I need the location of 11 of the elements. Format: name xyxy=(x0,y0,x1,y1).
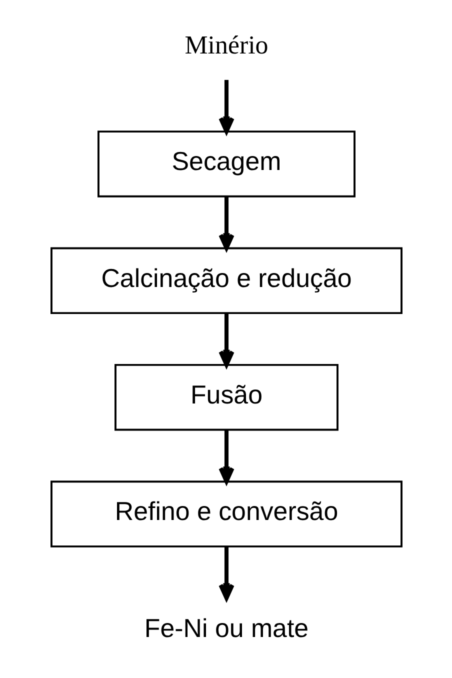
node-text: Fe-Ni ou mate xyxy=(144,614,308,643)
node-box: Calcinação e redução xyxy=(50,247,402,314)
arrow xyxy=(218,430,234,484)
node-box: Secagem xyxy=(97,130,355,198)
arrow xyxy=(218,313,234,367)
arrow xyxy=(218,80,234,134)
arrow xyxy=(218,196,234,250)
node-box: Fusão xyxy=(114,364,338,431)
arrow xyxy=(218,546,234,600)
node-box: Refino e conversão xyxy=(50,480,402,548)
node-text: Minério xyxy=(184,30,268,60)
